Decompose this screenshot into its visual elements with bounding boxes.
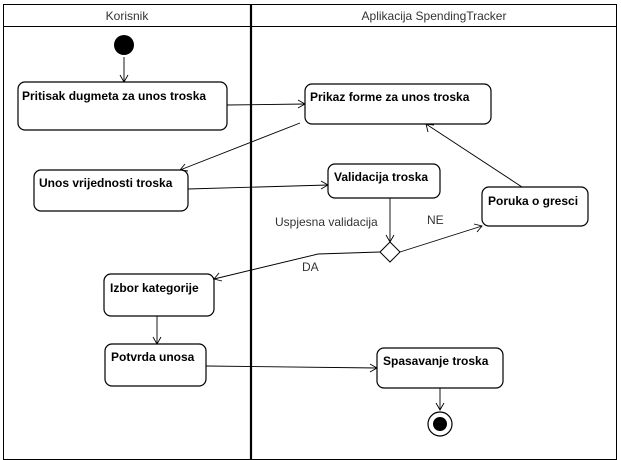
start-node xyxy=(114,35,134,55)
action-poruka-o-gresci: Poruka o gresci xyxy=(481,186,589,227)
action-label: Pritisak dugmeta za unos troska xyxy=(22,89,206,103)
decision-node xyxy=(379,241,401,263)
lane-title-korisnik: Korisnik xyxy=(106,9,150,23)
action-label: Izbor kategorije xyxy=(110,281,199,295)
edge-label-da: DA xyxy=(302,260,319,274)
edges xyxy=(119,57,523,411)
edge-press-to-form xyxy=(226,103,306,106)
action-label: Validacija troska xyxy=(334,170,428,184)
edge-decision-to-error xyxy=(399,225,483,253)
action-prikaz-forme: Prikaz forme za unos troska xyxy=(304,83,492,125)
edge-label-ne: NE xyxy=(427,213,444,227)
end-node xyxy=(427,411,453,437)
action-spasavanje: Spasavanje troska xyxy=(376,347,504,389)
edge-error-to-form xyxy=(425,123,523,188)
action-label: Prikaz forme za unos troska xyxy=(310,90,470,104)
action-izbor-kategorije: Izbor kategorije xyxy=(103,273,215,317)
edge-input-to-validation xyxy=(187,184,329,190)
action-unos-vrijednosti: Unos vrijednosti troska xyxy=(33,169,189,212)
swimlane-frame: Korisnik Aplikacija SpendingTracker xyxy=(3,4,617,460)
arrowhead xyxy=(473,223,483,233)
action-label: Potvrda unosa xyxy=(111,350,195,364)
arrowhead xyxy=(435,402,445,411)
action-validacija: Validacija troska xyxy=(327,163,441,199)
edge-confirm-to-save xyxy=(205,365,378,369)
edge-form-to-input xyxy=(179,122,301,171)
action-label: Spasavanje troska xyxy=(383,354,489,368)
action-label: Poruka o gresci xyxy=(488,194,578,208)
action-pritisak: Pritisak dugmeta za unos troska xyxy=(17,81,228,131)
action-label: Unos vrijednosti troska xyxy=(39,176,173,190)
action-potvrda-unosa: Potvrda unosa xyxy=(104,343,207,387)
edge-label-validation-ok: Uspjesna validacija xyxy=(275,215,378,229)
edge-decision-to-category xyxy=(213,251,381,280)
lane-title-app: Aplikacija SpendingTracker xyxy=(362,9,507,23)
